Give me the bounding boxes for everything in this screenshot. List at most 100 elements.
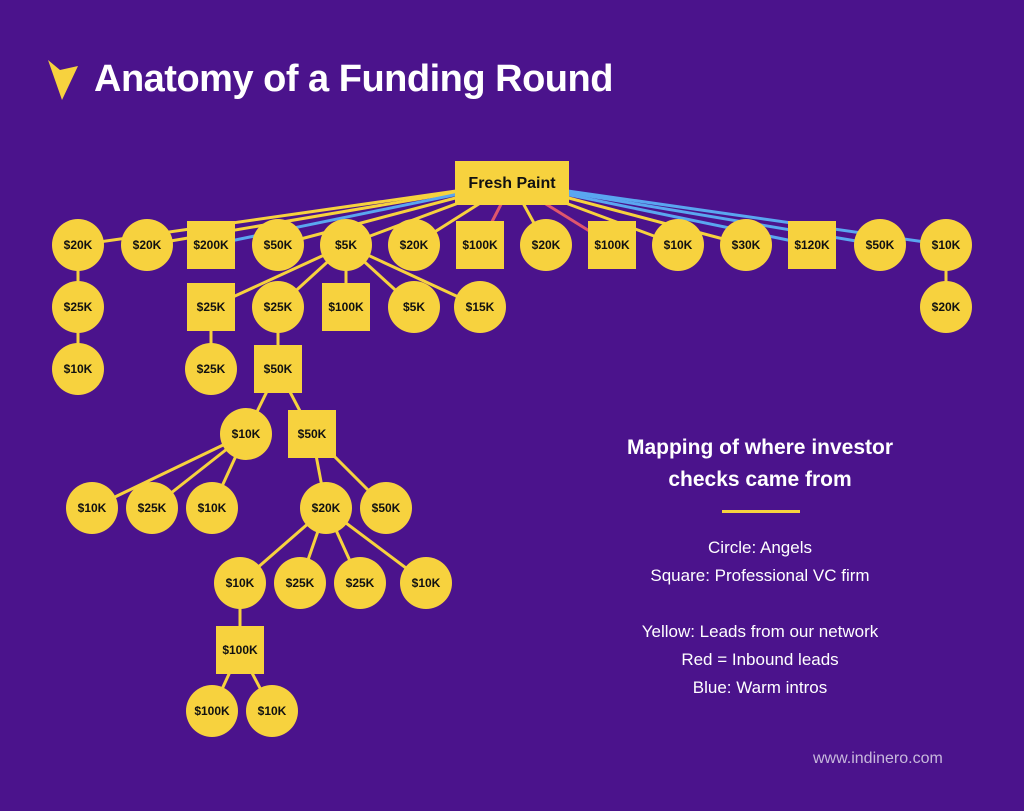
node-circle [720,219,772,271]
node-square [588,221,636,269]
node-label: $20K [532,238,561,252]
node-a2: $20K [121,219,173,271]
node-f3: $10K [186,482,238,534]
node-label: $10K [664,238,693,252]
node-label: $100K [462,238,498,252]
node-label: $15K [466,300,495,314]
legend-colors: Yellow: Leads from our network Red = Inb… [600,618,920,702]
node-h3: $25K [334,557,386,609]
node-square [788,221,836,269]
node-label: $5K [403,300,425,314]
node-label: $20K [133,238,162,252]
node-label: $25K [264,300,293,314]
node-label: $20K [64,238,93,252]
node-circle [920,281,972,333]
node-circle [66,482,118,534]
node-a13: $50K [854,219,906,271]
node-label: $20K [312,501,341,515]
legend-heading-line: checks came from [668,468,852,491]
node-label: $10K [64,362,93,376]
node-c1: $25K [187,283,235,331]
node-circle [246,685,298,737]
root-node-label: Fresh Paint [468,175,556,192]
node-square [322,283,370,331]
node-a11: $30K [720,219,772,271]
node-label: $50K [298,427,327,441]
edge-e1-f1 [91,432,247,510]
node-square [456,221,504,269]
node-label: $100K [222,643,258,657]
node-a1: $20K [52,219,104,271]
node-circle [185,343,237,395]
node-label: $50K [372,501,401,515]
node-label: $25K [286,576,315,590]
node-d1: $25K [185,343,237,395]
node-square [216,626,264,674]
node-label: $25K [346,576,375,590]
node-label: $25K [64,300,93,314]
node-circle [186,482,238,534]
legend-line-yellow: Yellow: Leads from our network [641,622,879,641]
node-circle [52,343,104,395]
node-label: $10K [412,576,441,590]
node-a9: $100K [588,221,636,269]
node-label: $10K [232,427,261,441]
node-square [288,410,336,458]
node-label: $50K [264,362,293,376]
node-label: $30K [732,238,761,252]
node-a5: $5K [320,219,372,271]
node-label: $200K [193,238,229,252]
node-h4: $10K [400,557,452,609]
node-label: $5K [335,238,357,252]
node-label: $25K [197,300,226,314]
node-c4: $5K [388,281,440,333]
node-circle [334,557,386,609]
root-node-shape [455,161,569,205]
node-circle [520,219,572,271]
node-h1: $10K [214,557,266,609]
node-label: $50K [264,238,293,252]
node-label: $100K [328,300,364,314]
node-a12: $120K [788,221,836,269]
node-label: $25K [138,501,167,515]
node-label: $10K [932,238,961,252]
node-circle [854,219,906,271]
node-e2: $50K [288,410,336,458]
node-f2: $25K [126,482,178,534]
node-c3: $100K [322,283,370,331]
node-square [187,283,235,331]
node-label: $100K [594,238,630,252]
node-i1: $100K [216,626,264,674]
node-b3: $20K [920,281,972,333]
node-circle [360,482,412,534]
node-label: $10K [198,501,227,515]
node-circle [126,482,178,534]
node-d2: $50K [254,345,302,393]
node-label: $50K [866,238,895,252]
node-circle [186,685,238,737]
node-circle [52,219,104,271]
node-square [187,221,235,269]
legend-line-circle: Circle: Angels [708,538,812,557]
legend-shapes: Circle: Angels Square: Professional VC f… [600,534,920,590]
node-c5: $15K [454,281,506,333]
node-g2: $50K [360,482,412,534]
node-b2: $10K [52,343,104,395]
node-circle [388,281,440,333]
node-label: $10K [258,704,287,718]
node-circle [52,281,104,333]
node-circle [454,281,506,333]
node-label: $10K [78,501,107,515]
node-label: $25K [197,362,226,376]
node-a7: $100K [456,221,504,269]
nodes-layer: Fresh Paint $20K $20K $200K $50K $5K $20K $100K… [52,161,972,737]
chevron-down-logo-icon [48,60,78,100]
node-circle [320,219,372,271]
node-j2: $10K [246,685,298,737]
legend-line-red: Red = Inbound leads [681,650,839,669]
footer-url: www.indinero.com [813,750,943,767]
node-a4: $50K [252,219,304,271]
legend-heading-line: Mapping of where investor [626,436,894,459]
node-circle [252,281,304,333]
